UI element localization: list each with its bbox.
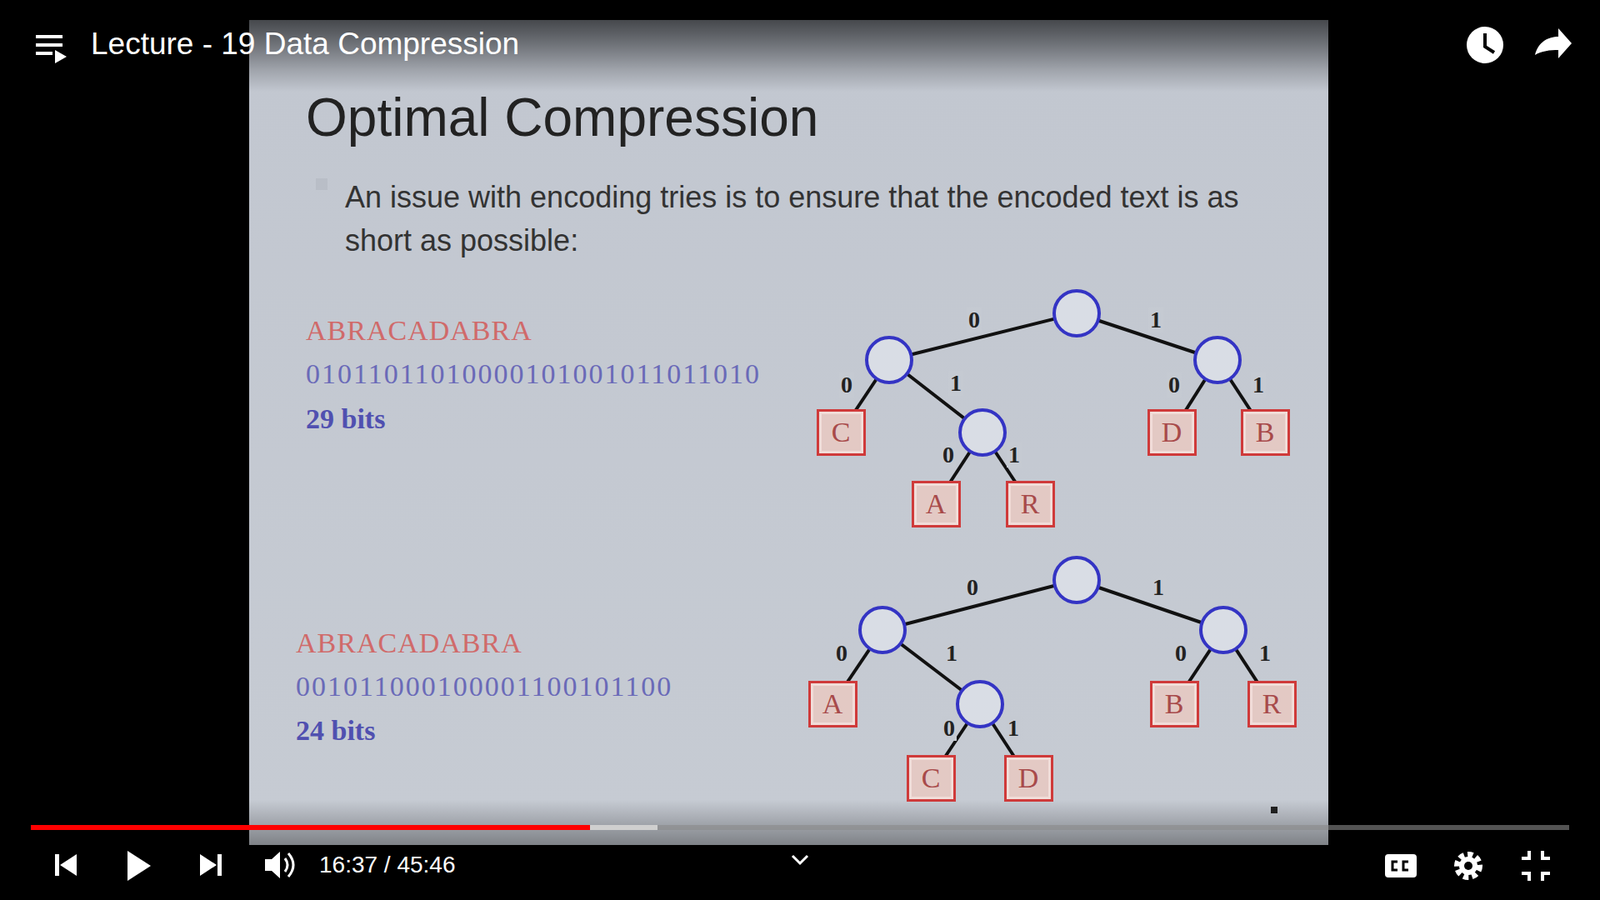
edge-bit: 0 [834,640,850,666]
edge-bit: 0 [941,715,957,741]
leaf-box: R [1005,480,1055,528]
edge-bit: 1 [1257,640,1273,666]
video-title: Lecture - 19 Data Compression [90,26,520,62]
internal-node [866,337,912,383]
top-shade [0,0,1600,92]
settings-icon [1457,855,1480,877]
message-text: ABRACADABRA [295,627,523,660]
leaf-symbol: B [1255,416,1275,449]
lecture-slide: Optimal Compression An issue with encodin… [249,20,1329,845]
edge-bit: 0 [966,307,982,333]
leaf-symbol: D [1018,762,1040,795]
edge-bit: 1 [1250,372,1266,398]
leaf-box: C [906,755,956,802]
next-icon [200,854,222,876]
edge-bit: 1 [1006,442,1022,468]
volume-icon [265,851,294,879]
trie-internal-nodes [860,290,1246,727]
exit-fullscreen-icon [1521,850,1550,881]
share-icon [1535,28,1572,59]
edge-bit: 0 [965,575,980,600]
playback-time: 16:37 / 45:46 [319,851,455,879]
leaf-symbol: A [925,488,947,520]
internal-node [1054,557,1100,603]
internal-node [957,681,1003,727]
progress-buffer [590,825,658,830]
bottom-shade [0,800,1600,900]
leaf-symbol: B [1165,688,1185,720]
trie-branches [832,313,1272,779]
message-text: ABRACADABRA [305,315,533,347]
edge-bit: 0 [940,442,956,468]
previous-icon [55,854,77,876]
leaf-symbol: R [1020,488,1040,520]
edge-bit: 1 [1150,575,1166,600]
watch-later-icon [1466,26,1504,64]
playlist-icon [35,35,67,64]
internal-node [1200,607,1246,653]
internal-node [960,410,1005,455]
bullet-text: An issue with encoding tries is to ensur… [345,175,1312,263]
leaf-symbol: C [831,416,851,449]
internal-node [1195,337,1240,383]
bit-count: 24 bits [295,715,375,747]
edge-bit: 1 [1148,307,1164,333]
internal-node [1054,290,1100,336]
leaf-box: R [1247,680,1297,728]
leaf-box: B [1150,680,1200,728]
edge-bit: 0 [839,372,855,398]
leaf-box: A [911,480,961,528]
play-icon [127,850,151,881]
leaf-symbol: D [1161,416,1183,449]
edge-bit: 1 [944,640,960,666]
leaf-symbol: R [1262,688,1282,720]
internal-node [860,607,905,653]
captions-icon [1385,854,1417,878]
edge-bit: 0 [1173,640,1189,666]
branch [889,313,1077,360]
slide-heading: Optimal Compression [305,86,819,149]
leaf-box: C [816,409,866,456]
leaf-box: A [808,680,858,728]
progress-track [30,825,1570,830]
leaf-box: D [1147,409,1197,456]
leaf-box: D [1004,755,1054,802]
bit-count: 29 bits [305,403,385,435]
leaf-box: B [1240,409,1290,456]
chevron-icon [792,855,808,864]
leaf-symbol: C [921,762,941,795]
leaf-symbol: A [822,688,844,720]
edge-bit: 1 [1005,715,1021,741]
encoded-bits: 01011011010000101001011011010 [305,358,761,390]
bullet-mark [315,178,328,190]
edge-bit: 1 [948,370,964,396]
encoded-bits: 001011000100001100101100 [295,670,673,703]
progress-played [30,825,590,830]
edge-bit: 0 [1166,372,1182,398]
